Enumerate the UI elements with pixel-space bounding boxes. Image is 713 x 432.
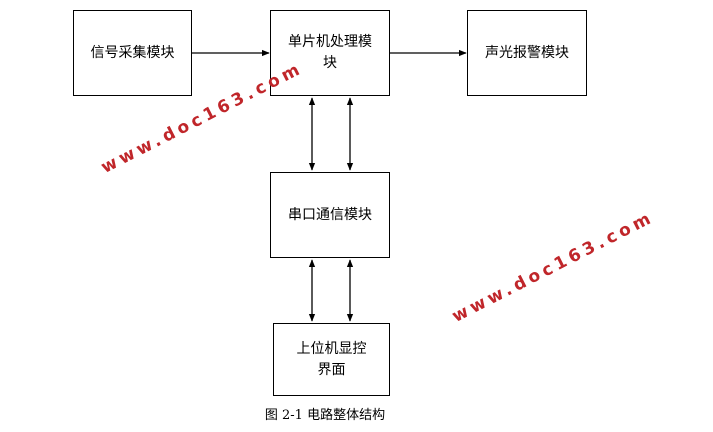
host-display-control-label: 上位机显控 界面	[296, 340, 367, 378]
sound-light-alarm-label: 声光报警模块	[485, 44, 569, 61]
mcu-processing-label: 单片机处理模 块	[288, 34, 372, 71]
sound-light-alarm-block: 声光报警模块	[467, 10, 587, 96]
signal-acquisition-block: 信号采集模块	[73, 10, 192, 96]
host-display-control-block: 上位机显控 界面	[273, 323, 390, 396]
signal-acquisition-label: 信号采集模块	[90, 44, 175, 61]
serial-communication-block: 串口通信模块	[270, 172, 390, 258]
mcu-processing-block: 单片机处理模 块	[270, 10, 390, 96]
figure-caption: 图 2-1 电路整体结构	[264, 408, 386, 423]
serial-communication-label: 串口通信模块	[288, 206, 372, 223]
